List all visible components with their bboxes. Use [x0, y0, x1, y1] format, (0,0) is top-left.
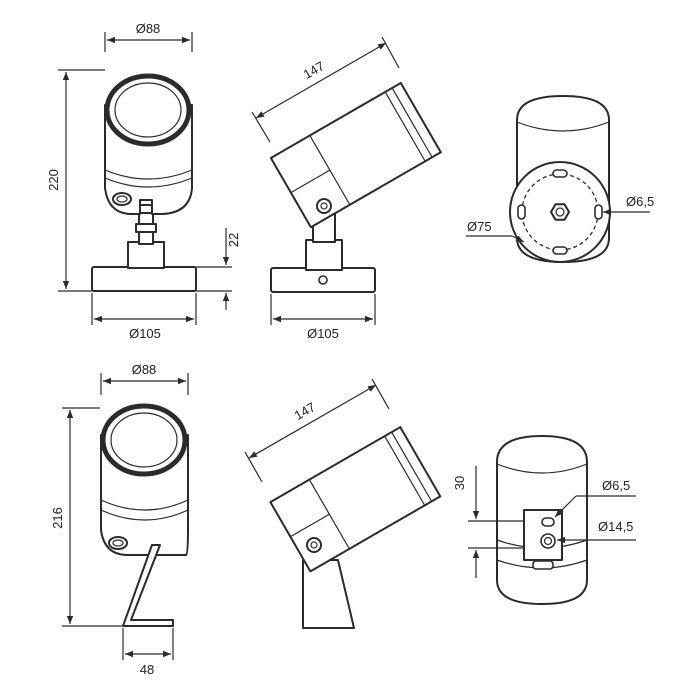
dim-spike-width-48: 48	[140, 662, 154, 677]
dim-spacing-30: 30	[452, 476, 467, 490]
dim-height-220: 220	[46, 169, 61, 191]
dim-length-147: 147	[301, 58, 327, 82]
dim-diameter-88-spike: Ø88	[132, 362, 157, 377]
dim-height-216: 216	[50, 507, 65, 529]
back-view-spike-mount: 30 Ø6,5 Ø14,5	[452, 435, 636, 605]
dim-base-offset-22: 22	[226, 233, 241, 247]
dim-length-147-spike: 147	[292, 399, 318, 423]
dim-base-diameter-105-side: Ø105	[307, 326, 339, 341]
side-view-base-mount: 147 Ø105	[251, 36, 442, 341]
front-view-spike-mount: Ø88 216 48	[50, 362, 189, 677]
side-view-spike-mount: 147	[244, 378, 442, 629]
dim-hole-6-5: Ø6,5	[626, 194, 654, 209]
dim-diameter-88: Ø88	[136, 21, 161, 36]
dim-hole-large-14-5: Ø14,5	[598, 519, 633, 534]
dim-hole-small-6-5: Ø6,5	[602, 478, 630, 493]
dim-pitch-circle-75: Ø75	[467, 219, 492, 234]
front-view-base-mount: Ø88 220 22 Ø105	[46, 21, 241, 341]
dim-base-diameter-105: Ø105	[129, 326, 161, 341]
back-view-base-mount: Ø6,5 Ø75	[466, 95, 654, 263]
